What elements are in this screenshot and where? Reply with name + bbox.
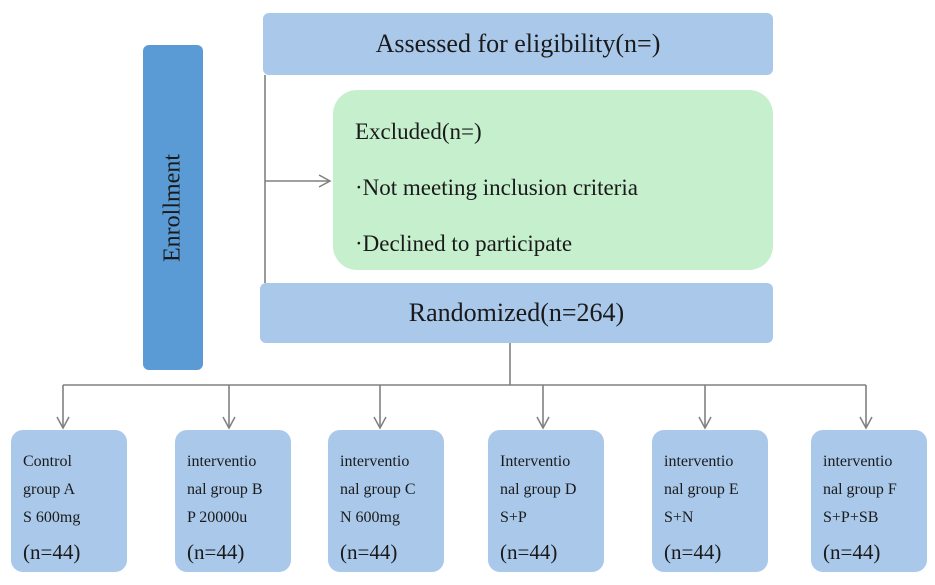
group-line: Interventio: [500, 453, 571, 470]
group-line: interventio: [340, 453, 410, 470]
group-box-d: Interventio nal group D S+P (n=44): [488, 430, 604, 572]
group-box-c: interventio nal group C N 600mg (n=44): [328, 430, 444, 572]
excluded-title: Excluded(n=): [355, 119, 482, 144]
group-box-a: Control group A S 600mg (n=44): [11, 430, 127, 572]
group-line: nal group E: [664, 481, 739, 498]
randomized-label: Randomized(n=264): [408, 298, 625, 327]
excluded-reason-inclusion-criteria: ·Not meeting inclusion criteria: [355, 175, 638, 200]
group-count: (n=44): [340, 540, 398, 564]
group-line: nal group D: [500, 481, 577, 498]
group-line: nal group B: [187, 481, 263, 498]
group-line: interventio: [664, 453, 734, 470]
group-count: (n=44): [23, 540, 81, 564]
group-line: nal group F: [823, 481, 897, 498]
group-line: nal group C: [340, 481, 416, 498]
enrollment-phase-bar: Enrollment: [143, 45, 203, 370]
randomized-box: Randomized(n=264): [260, 283, 773, 343]
group-line: group A: [23, 481, 75, 498]
assessed-for-eligibility-box: Assessed for eligibility(n=): [263, 13, 773, 75]
group-line: S+P: [500, 509, 527, 526]
group-count: (n=44): [823, 540, 881, 564]
excluded-reason-declined: ·Declined to participate: [355, 231, 573, 256]
group-line: S+P+SB: [823, 509, 879, 526]
group-line: interventio: [187, 453, 257, 470]
assessed-label: Assessed for eligibility(n=): [375, 29, 661, 58]
enrollment-label: Enrollment: [159, 153, 186, 262]
group-line: Control: [23, 453, 72, 470]
group-line: N 600mg: [340, 509, 400, 526]
group-count: (n=44): [187, 540, 245, 564]
group-count: (n=44): [500, 540, 558, 564]
group-line: P 20000u: [187, 509, 248, 526]
group-line: interventio: [823, 453, 893, 470]
group-box-b: interventio nal group B P 20000u (n=44): [175, 430, 291, 572]
group-box-e: interventio nal group E S+N (n=44): [652, 430, 768, 572]
group-line: S+N: [664, 509, 694, 526]
group-count: (n=44): [664, 540, 722, 564]
group-line: S 600mg: [23, 509, 81, 526]
excluded-box: Excluded(n=) ·Not meeting inclusion crit…: [333, 90, 773, 270]
group-box-f: interventio nal group F S+P+SB (n=44): [811, 430, 927, 572]
